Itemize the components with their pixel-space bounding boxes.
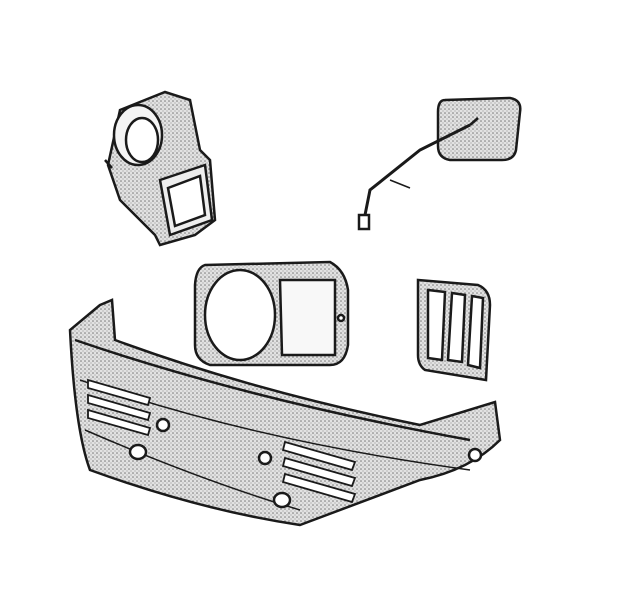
tail-light-drawing bbox=[416, 278, 492, 382]
headlight-drawing bbox=[193, 260, 350, 367]
heater-housing-drawing bbox=[104, 90, 217, 247]
bumper-drawing bbox=[68, 298, 502, 527]
mirror-drawing bbox=[357, 96, 522, 231]
